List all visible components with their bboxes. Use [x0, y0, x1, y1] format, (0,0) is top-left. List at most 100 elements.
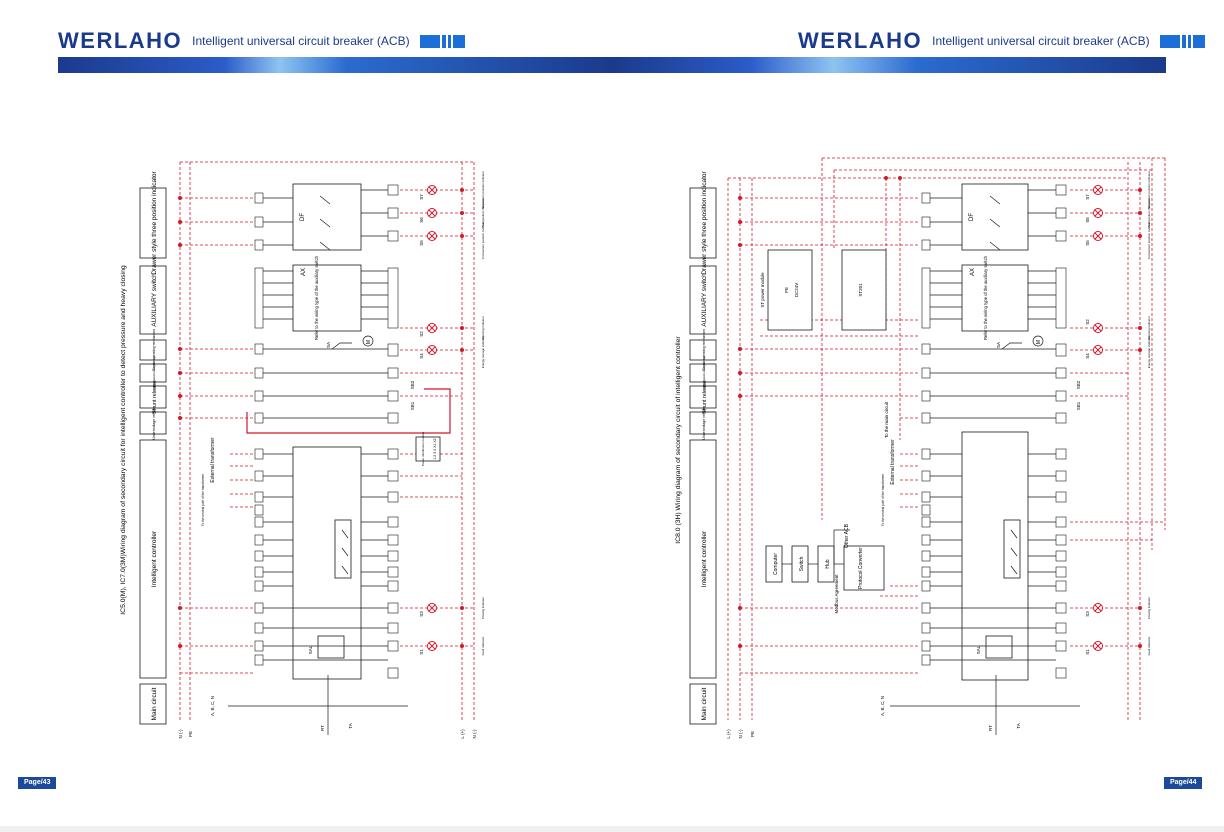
brand-logo: WERLAHO: [798, 28, 923, 53]
block-main-circuit: Main circuit: [151, 687, 158, 720]
label-neutral-note: To the neutral pole of the transformer: [201, 473, 205, 526]
label-ind-conn: Connection position indicator: [481, 221, 485, 260]
block-drawer-indicator: Drawer style three position indicator: [701, 171, 708, 275]
label-s3: S3: [419, 611, 424, 617]
label-ind-close: Closing indicator: [481, 597, 485, 619]
block-shunt-release: Shunt release: [152, 380, 158, 414]
label-s5: S5: [1085, 240, 1090, 246]
lamp-s3-icon: [427, 603, 437, 613]
label-s4: S4: [1085, 353, 1090, 359]
label-s7: S7: [419, 194, 424, 200]
label-phases: A, B, C, N: [880, 696, 885, 716]
label-s2: S2: [419, 331, 424, 337]
block-main-circuit: Main circuit: [701, 687, 708, 720]
label-ind-test: Test position indicator: [1147, 199, 1151, 228]
label-sb1: SB1: [1076, 401, 1081, 410]
lamp-s6-icon: [1093, 208, 1103, 218]
label-s1: S1: [1085, 649, 1090, 655]
label-ax-note: Refer to the wiring type of the auxiliar…: [983, 255, 988, 340]
block-closed-coil: Closed electromagnet coil: [702, 355, 706, 390]
label-ind-open: Opening indicator: [481, 316, 485, 340]
label-s7: S7: [1085, 194, 1090, 200]
label-neutral-note: To the neutral pole of the transformer: [881, 473, 885, 526]
lamp-s3-icon: [1093, 603, 1103, 613]
label-ind-test: Test position indicator: [481, 199, 485, 228]
label-rt: RT: [320, 725, 325, 731]
block-closed-coil: Closed electromagnet coil: [152, 355, 156, 390]
left-junction-dots: [178, 188, 464, 648]
left-terminals: [254, 184, 399, 679]
label-l-plus: L (+): [460, 729, 465, 739]
label-ind-sep: Separation position indicator: [1147, 171, 1151, 209]
right-internal-wiring: [782, 189, 1080, 735]
label-other-acb: Other ACB: [844, 523, 850, 548]
lamp-s6-icon: [427, 208, 437, 218]
right-diagram-title: IC8.0 (3H) Wiring diagram of secondary c…: [675, 336, 682, 544]
brand-logo: WERLAHO: [58, 28, 183, 53]
label-computer: Computer: [773, 553, 779, 575]
label-sa: SA: [996, 342, 1001, 348]
label-rt: RT: [988, 725, 993, 731]
label-s6: S6: [419, 217, 424, 223]
label-m: M: [1036, 340, 1042, 344]
label-ext-transformer: External transformer: [890, 439, 896, 485]
header-band: [612, 57, 1166, 73]
label-s5: S5: [419, 240, 424, 246]
header-band: [58, 57, 612, 73]
lamp-s7-icon: [1093, 185, 1103, 195]
label-sa: SA: [326, 342, 331, 348]
page-header: WERLAHO Intelligent universal circuit br…: [58, 28, 465, 54]
label-n-minus-2: N (-): [472, 729, 477, 738]
label-ind-energy: Energy storage indicator: [481, 336, 485, 369]
lamp-s5-icon: [1093, 231, 1103, 241]
label-to-main: To the main circuit: [884, 401, 889, 438]
right-bus-lines: [727, 157, 1166, 720]
label-dc24: DC24V: [794, 283, 799, 298]
right-wiring-diagram: Drawer style three position indicator AU…: [675, 157, 1166, 739]
right-junction-dots: [738, 176, 1142, 648]
block-drawer-indicator: Drawer style three position indicator: [151, 171, 158, 275]
header-subtitle: Intelligent universal circuit breaker (A…: [192, 34, 410, 48]
label-n-minus: N (-): [738, 729, 743, 738]
label-ta: TA: [348, 723, 353, 728]
block-undervoltage-release: Undervoltage release: [152, 406, 156, 439]
label-ax: AX: [301, 268, 307, 276]
label-switch: Switch: [799, 556, 805, 571]
header-subtitle: Intelligent universal circuit breaker (A…: [932, 34, 1150, 48]
bottom-rule: [0, 826, 1224, 832]
lamp-s4-icon: [427, 345, 437, 355]
label-ind-fault: Fault indicator: [1147, 637, 1151, 656]
page-header: WERLAHO Intelligent universal circuit br…: [798, 28, 1205, 54]
label-protocol: Protocol Converter: [858, 547, 864, 589]
label-sb1: SB1: [410, 401, 415, 410]
lamp-s5-icon: [427, 231, 437, 241]
lamp-s1-icon: [427, 641, 437, 651]
label-m: M: [366, 340, 372, 344]
right-block-boxes: [689, 187, 717, 725]
label-pe: PE: [188, 731, 193, 737]
block-electric-operating: Electric operating mechanism: [702, 329, 706, 371]
block-intelligent-controller: Intelligent controller: [151, 530, 158, 587]
label-ta: TA: [1016, 723, 1021, 728]
left-diagram-title: IC5.0(M), IC7.0(3M)Wiring diagram of sec…: [120, 265, 127, 615]
label-power-module: Power distribution module: [421, 431, 425, 466]
block-auxiliary-switch: AUXILIARY switch: [701, 273, 708, 327]
label-sal: SAL: [308, 645, 313, 654]
left-components: [292, 183, 441, 680]
block-intelligent-controller: Intelligent controller: [701, 530, 708, 587]
lamp-s7-icon: [427, 185, 437, 195]
label-ind-conn: Connection position indicator: [1147, 221, 1151, 260]
left-undervoltage-loop: [246, 388, 451, 434]
left-wiring-diagram: Drawer style three position indicator AU…: [120, 161, 485, 739]
label-ind-close: Closing indicator: [1147, 597, 1151, 619]
label-pe-module: PE: [784, 287, 789, 293]
right-components: [765, 183, 1029, 681]
label-modbus: Modbus Agreement: [834, 574, 839, 614]
page-number: Page/43: [18, 777, 57, 789]
label-s2: S2: [1085, 319, 1090, 325]
label-ind-sep: Separation position indicator: [481, 171, 485, 209]
label-hub: Hub: [825, 559, 831, 568]
lamp-s4-icon: [1093, 345, 1103, 355]
label-s1: S1: [419, 649, 424, 655]
